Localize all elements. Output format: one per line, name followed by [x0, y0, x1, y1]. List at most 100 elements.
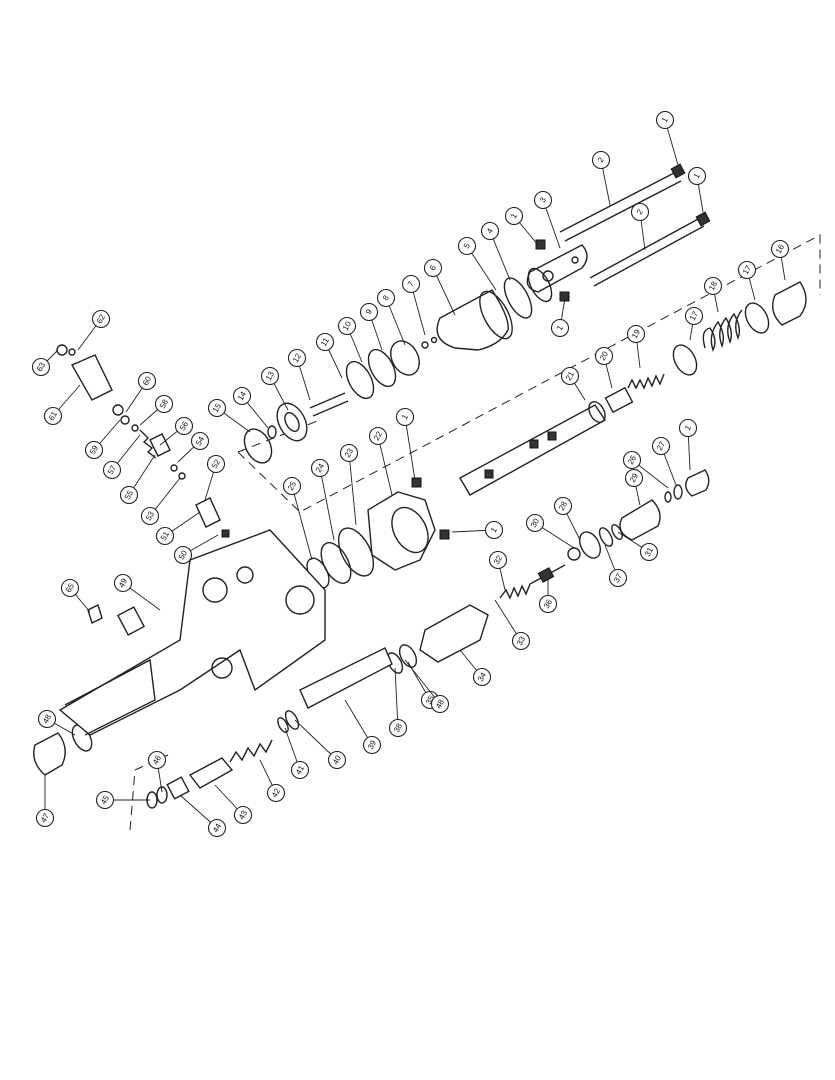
assembly-guide-lines: [129, 234, 821, 831]
callout-30: 30: [525, 513, 545, 533]
callout-leader-line: [394, 667, 399, 729]
callout-32: 32: [488, 550, 508, 570]
callout-circle: [31, 357, 51, 377]
callout-circle: [113, 573, 133, 593]
callout-45: 45: [95, 790, 115, 810]
callout-11: 11: [315, 332, 335, 352]
callout-circle: [339, 443, 359, 463]
callout-circle: [207, 818, 227, 838]
callout-circle: [95, 790, 115, 810]
callout-17: 17: [684, 306, 704, 326]
callout-52: 52: [206, 454, 226, 474]
callout-47: 47: [35, 808, 55, 828]
callout-circle: [608, 568, 628, 588]
callout-10: 10: [337, 316, 357, 336]
spring-stem-32-34: [499, 564, 566, 600]
callout-circle: [651, 436, 671, 456]
callout-circle: [388, 718, 408, 738]
callout-circle: [591, 150, 611, 170]
callout-circle: [147, 750, 167, 770]
callout-leader-line: [319, 467, 335, 541]
callout-circle: [207, 398, 227, 418]
spring-cap-16: [772, 281, 807, 326]
callout-27: 27: [651, 436, 671, 456]
end-plate: [526, 239, 588, 302]
callout-29: 29: [624, 468, 644, 488]
callout-circle: [359, 302, 379, 322]
callout-1: 1: [504, 206, 524, 226]
callout-number: 1: [509, 211, 519, 220]
callout-circle: [504, 206, 524, 226]
callout-circle: [687, 166, 707, 186]
callout-62: 62: [91, 309, 111, 329]
callout-number: 8: [381, 293, 391, 302]
callout-56: 56: [174, 416, 194, 436]
callout-59: 59: [84, 440, 104, 460]
callout-circle: [84, 440, 104, 460]
nut-1-lower: [411, 477, 450, 540]
callout-number: 1: [692, 171, 702, 180]
callout-circle: [550, 318, 570, 338]
callout-circle: [260, 366, 280, 386]
housing-seals-23-25: [306, 527, 375, 589]
callout-14: 14: [232, 386, 252, 406]
tie-rod-upper: [559, 163, 686, 242]
callout-number: 4: [485, 226, 495, 235]
callout-1: 1: [687, 166, 707, 186]
seals-30-37: [567, 523, 623, 561]
spring-42: [229, 739, 273, 763]
callout-circle: [140, 506, 160, 526]
spool-housing-22: [367, 491, 436, 571]
spring-19: [627, 373, 665, 390]
callout-circle: [770, 239, 790, 259]
callout-15: 15: [207, 398, 227, 418]
callout-circle: [639, 542, 659, 562]
callout-circle: [395, 407, 415, 427]
callout-circle: [538, 594, 558, 614]
callout-circle: [484, 520, 504, 540]
callout-44: 44: [207, 818, 227, 838]
callout-circle: [626, 324, 646, 344]
callout-7: 7: [401, 274, 421, 294]
callout-number: 1: [660, 115, 670, 124]
callout-circle: [154, 394, 174, 414]
callout-circle: [119, 485, 139, 505]
callout-number: 3: [538, 195, 548, 204]
callout-circle: [630, 202, 650, 222]
callout-circle: [362, 735, 382, 755]
callout-18: 18: [703, 276, 723, 296]
callout-16: 16: [770, 239, 790, 259]
callout-circle: [368, 426, 388, 446]
callout-46: 46: [147, 750, 167, 770]
callout-33: 33: [511, 631, 531, 651]
callout-number: 1: [555, 323, 565, 332]
callout-number: 7: [406, 279, 416, 288]
callout-circle: [60, 578, 80, 598]
callout-1: 1: [655, 110, 675, 130]
callout-54: 54: [190, 431, 210, 451]
callout-24: 24: [310, 458, 330, 478]
callout-circle: [266, 783, 286, 803]
callout-5: 5: [457, 236, 477, 256]
spring-seat-17: [672, 302, 770, 376]
callout-circle: [624, 468, 644, 488]
callout-circle: [533, 190, 553, 210]
large-oring-15: [243, 428, 273, 464]
callout-1: 1: [484, 520, 504, 540]
callout-circle: [472, 667, 492, 687]
callout-12: 12: [287, 348, 307, 368]
callout-61: 61: [43, 406, 63, 426]
callout-circle: [91, 309, 111, 329]
callout-2: 2: [591, 150, 611, 170]
callout-leader-line: [377, 435, 393, 496]
callout-34: 34: [472, 667, 492, 687]
callout-number: 6: [428, 263, 438, 272]
end-cap-47: [33, 732, 66, 776]
callout-circle: [480, 221, 500, 241]
callout-circle: [43, 406, 63, 426]
callout-circle: [37, 709, 57, 729]
callout-31: 31: [639, 542, 659, 562]
callout-circle: [376, 288, 396, 308]
